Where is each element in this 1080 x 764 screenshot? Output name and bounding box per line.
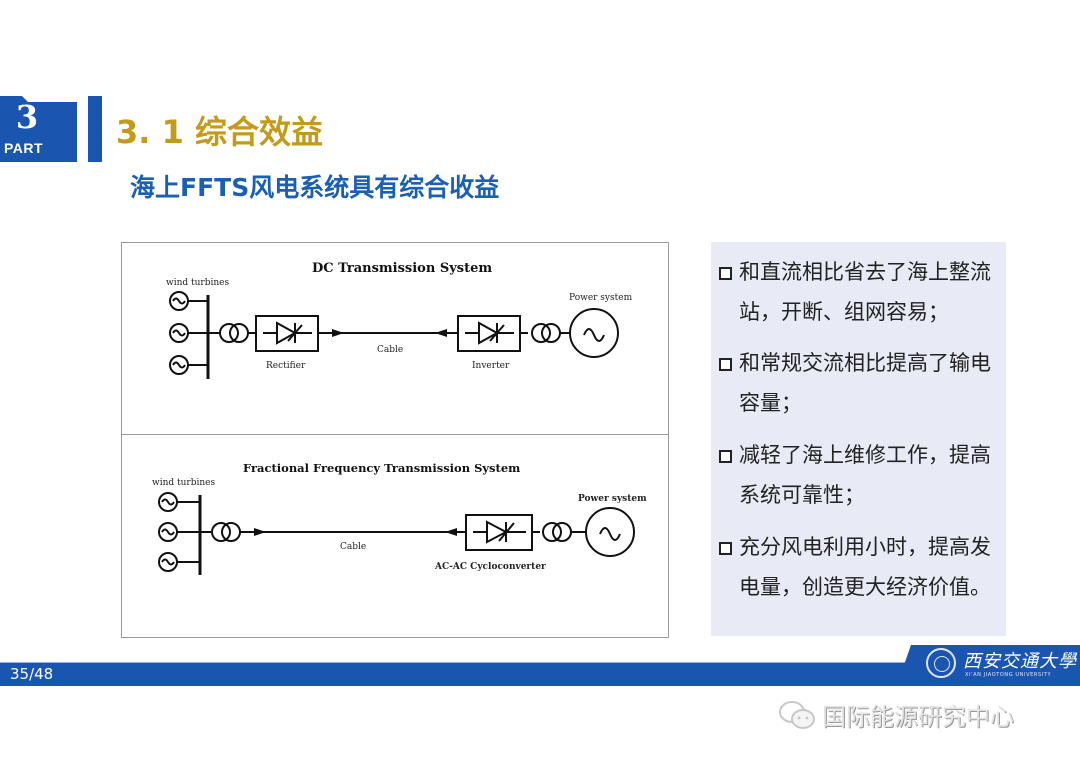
square-bullet-icon [719, 450, 732, 463]
ffts-diagram-svg: Fractional Frequency Transmission System… [152, 461, 647, 575]
page-title: 3. 1 综合效益 [116, 113, 323, 151]
wechat-icon [779, 701, 815, 729]
ffts-circuit [158, 492, 635, 575]
part-label: PART [4, 140, 44, 156]
cable-label: Cable [340, 542, 366, 552]
benefit-item: 充分风电利用小时，提高发电量，创造更大经济价值。 [719, 527, 1001, 607]
square-bullet-icon [719, 542, 732, 555]
cable-arrow-right [332, 329, 344, 337]
cable-arrow-left [445, 528, 457, 536]
cable-arrow-right [254, 528, 266, 536]
title-accent-bar [88, 96, 102, 162]
wind-turbines-label: wind turbines [166, 278, 229, 288]
power-system-label: Power system [569, 293, 633, 303]
benefits-list: 和直流相比省去了海上整流站，开断、组网容易； 和常规交流相比提高了输电容量； 减… [711, 242, 1006, 636]
university-name-en: XI'AN JIAOTONG UNIVERSITY [965, 672, 1052, 678]
university-emblem-icon [926, 648, 956, 678]
dc-diagram-svg: DC Transmission System wind turbines [166, 261, 633, 379]
watermark-text: 国际能源研究中心 [822, 703, 1014, 731]
part-number: 3 [15, 98, 39, 136]
university-name-cn: 西安交通大學 [963, 651, 1077, 672]
part-badge [0, 96, 77, 162]
ffts-diagram-title: Fractional Frequency Transmission System [243, 461, 520, 475]
ffts-transmission-diagram: Fractional Frequency Transmission System… [121, 434, 669, 638]
inverter-label: Inverter [472, 361, 510, 371]
page-indicator: 35/48 [10, 665, 54, 683]
power-system-label: Power system [578, 494, 647, 504]
page-subtitle: 海上FFTS风电系统具有综合收益 [130, 173, 500, 202]
benefit-item: 减轻了海上维修工作，提高系统可靠性； [719, 435, 1001, 515]
rectifier-label: Rectifier [266, 361, 306, 371]
dc-transmission-diagram: DC Transmission System wind turbines [121, 242, 669, 435]
cycloconverter-label: AC-AC Cycloconverter [434, 562, 546, 572]
benefit-item: 和直流相比省去了海上整流站，开断、组网容易； [719, 252, 1001, 332]
cable-label: Cable [377, 345, 403, 355]
square-bullet-icon [719, 358, 732, 371]
cable-arrow-left [435, 329, 447, 337]
benefit-item: 和常规交流相比提高了输电容量； [719, 343, 1001, 423]
square-bullet-icon [719, 267, 732, 280]
wind-turbines-label: wind turbines [152, 478, 215, 488]
dc-diagram-title: DC Transmission System [312, 261, 492, 276]
wind-turbine-generators [169, 291, 619, 379]
